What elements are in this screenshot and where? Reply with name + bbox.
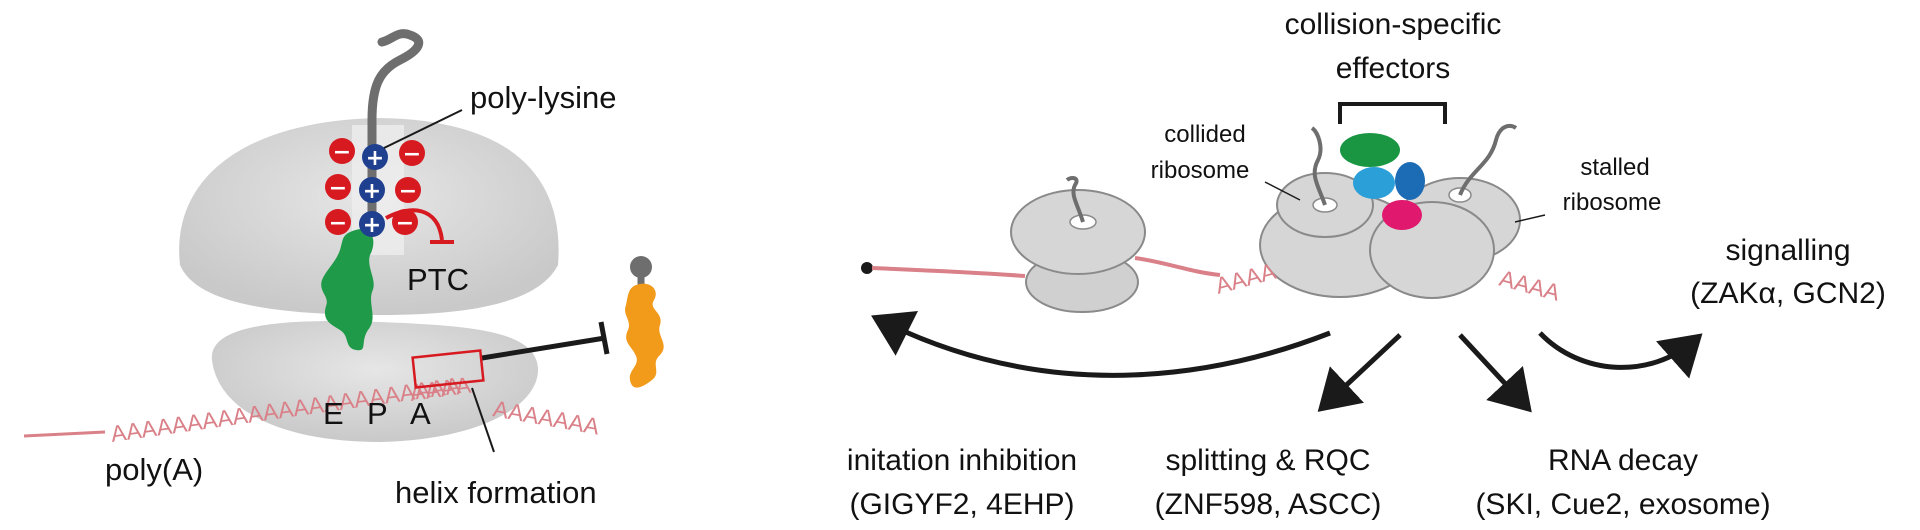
small-subunit bbox=[211, 320, 539, 442]
signalling-label-2: (ZAKα, GCN2) bbox=[1690, 277, 1886, 310]
outcome-splitting-1: splitting & RQC bbox=[1165, 444, 1370, 477]
orange-protein-tip bbox=[630, 256, 652, 278]
arrow-signalling bbox=[1538, 331, 1703, 379]
site-p: P bbox=[367, 396, 388, 431]
right-panel: collision-specific effectors collided ri… bbox=[847, 8, 1886, 521]
outcome-decay-1: RNA decay bbox=[1548, 444, 1698, 477]
mrna-line bbox=[23, 430, 106, 438]
svg-text:−: − bbox=[333, 140, 351, 165]
mrna-right bbox=[871, 266, 1026, 278]
effectors bbox=[1340, 133, 1425, 230]
outcome-initiation-2: (GIGYF2, 4EHP) bbox=[849, 488, 1074, 521]
effector-green bbox=[1340, 133, 1400, 167]
outcome-decay-2: (SKI, Cue2, exosome) bbox=[1475, 488, 1770, 521]
arrow-initiation bbox=[871, 311, 1331, 378]
inhibition-line bbox=[481, 335, 606, 361]
effector-blue bbox=[1395, 162, 1425, 200]
signalling-label-1: signalling bbox=[1725, 234, 1850, 267]
outcome-initiation-1: initation inhibition bbox=[847, 444, 1077, 477]
collided-label-2: ribosome bbox=[1151, 157, 1250, 184]
svg-text:−: − bbox=[396, 211, 414, 236]
plus-charges: + + + bbox=[359, 144, 388, 238]
outcome-splitting-2: (ZNF598, ASCC) bbox=[1155, 488, 1382, 521]
svg-text:+: + bbox=[366, 146, 384, 171]
svg-text:AAAAAAA: AAAAAAA bbox=[491, 395, 602, 439]
orange-protein bbox=[625, 283, 664, 388]
svg-text:AAAA: AAAA bbox=[1497, 265, 1564, 306]
arrow-decay bbox=[1458, 333, 1532, 413]
poly-lysine-chain bbox=[367, 29, 424, 227]
stalled-label-1: stalled bbox=[1580, 154, 1649, 181]
effectors-title-1: collision-specific bbox=[1285, 8, 1502, 41]
svg-text:−: − bbox=[329, 176, 347, 201]
site-e: E bbox=[323, 396, 344, 431]
ptc-label: PTC bbox=[407, 262, 469, 297]
svg-text:+: + bbox=[363, 213, 381, 238]
nascent-peptide bbox=[321, 229, 374, 351]
stalled-label-2: ribosome bbox=[1563, 189, 1662, 216]
svg-text:AAAA: AAAA bbox=[1213, 258, 1280, 299]
svg-text:+: + bbox=[363, 179, 381, 204]
single-ribosome bbox=[1010, 175, 1146, 313]
arrow-splitting bbox=[1317, 333, 1402, 412]
site-a: A bbox=[410, 396, 431, 431]
ptc-inhibition bbox=[385, 208, 444, 241]
helix-formation-label: helix formation bbox=[395, 475, 597, 510]
polyA-label: poly(A) bbox=[105, 452, 203, 487]
helix-box bbox=[411, 349, 485, 389]
minus-charges: − − − − − − bbox=[325, 138, 425, 236]
svg-text:−: − bbox=[329, 211, 347, 236]
mrna-5prime-cap bbox=[861, 262, 873, 274]
effectors-bracket bbox=[1338, 102, 1447, 124]
svg-text:−: − bbox=[399, 179, 417, 204]
collided-label-1: collided bbox=[1164, 121, 1245, 148]
effector-cyan bbox=[1353, 167, 1395, 199]
poly-lysine-label: poly-lysine bbox=[470, 80, 616, 115]
effector-magenta bbox=[1382, 200, 1422, 230]
svg-text:−: − bbox=[403, 142, 421, 167]
left-panel: − − − − − − + + + PTC poly-lysine bbox=[23, 29, 664, 510]
effectors-title-2: effectors bbox=[1336, 52, 1451, 85]
